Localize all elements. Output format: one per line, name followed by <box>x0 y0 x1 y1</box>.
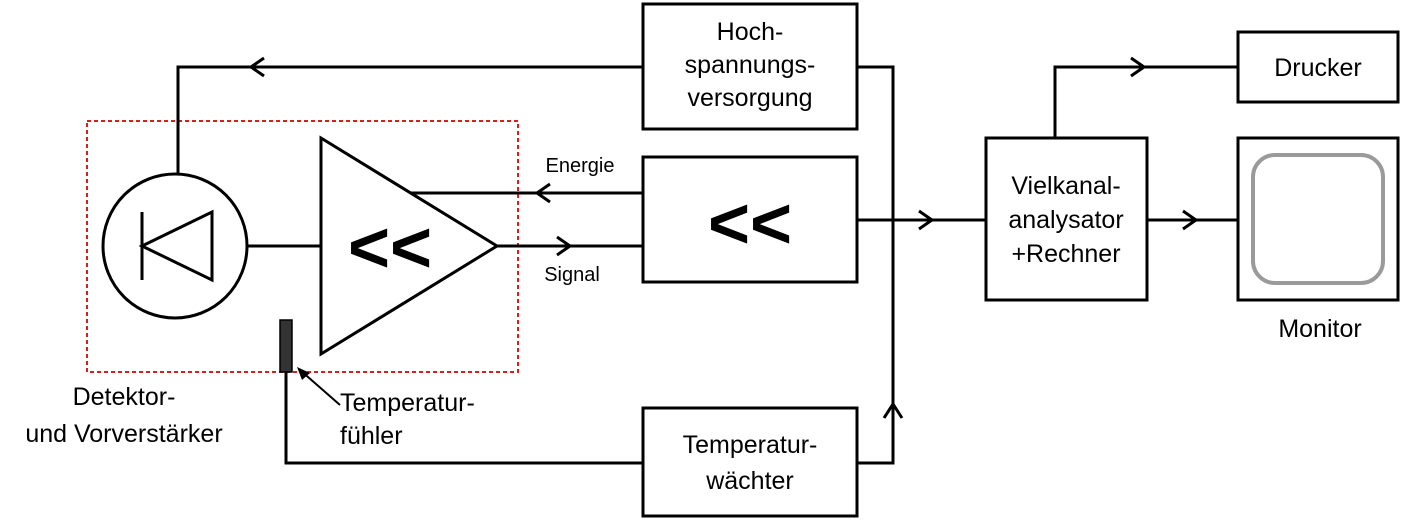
arrowheads <box>248 56 1199 419</box>
detector <box>101 172 249 320</box>
hv-supply-label-line2: spannungs- <box>685 51 816 79</box>
analyzer-to-printer-wire <box>1053 65 1238 138</box>
shaper-symbol: << <box>708 184 792 264</box>
diode-icon <box>138 209 214 283</box>
sensor-to-tempmonitor-wire <box>284 370 643 465</box>
amplifier-triangle <box>319 135 500 357</box>
monitor-screen-icon <box>1251 153 1385 285</box>
analyzer-label-line3: +Rechner <box>1011 240 1120 268</box>
arrow-up-icon <box>882 401 904 419</box>
printer-block: Drucker <box>1236 30 1400 104</box>
preamp-symbol: << <box>348 208 432 288</box>
monitor-block: Monitor <box>1236 136 1400 343</box>
temp-monitor-block: Temperatur- wächter <box>641 406 859 518</box>
temp-sensor-label-line2: fühler <box>340 422 403 450</box>
detector-label-line1: Detektor- <box>73 383 176 411</box>
temp-sensor-label-line1: Temperatur- <box>340 389 475 417</box>
hv-supply-label-line3: versorgung <box>687 84 812 112</box>
temp-monitor-box <box>641 406 859 518</box>
arrow-right-icon <box>1182 209 1199 231</box>
shaper-block: << <box>641 155 859 284</box>
control-bus-wire <box>857 65 895 465</box>
analyzer-label-line1: Vielkanal- <box>1011 172 1120 200</box>
detector-label-line2: und Vorverstärker <box>25 420 222 448</box>
arrow-right-icon <box>918 209 935 231</box>
temperature-sensor <box>279 319 293 373</box>
arrow-right-icon <box>556 235 573 257</box>
monitor-label: Monitor <box>1278 315 1361 343</box>
preamplifier: << <box>319 135 500 357</box>
wires <box>176 65 1238 465</box>
analyzer-box <box>984 136 1149 302</box>
hv-supply-block: Hoch- spannungs- versorgung <box>641 2 859 131</box>
shaper-box <box>641 155 859 284</box>
printer-box <box>1236 30 1400 104</box>
temp-monitor-label-line1: Temperatur- <box>683 431 818 459</box>
arrow-right-icon <box>1130 56 1147 78</box>
analyzer-label-line2: analysator <box>1008 206 1123 234</box>
energy-label: Energie <box>546 155 615 177</box>
hv-supply-label-line1: Hoch- <box>717 18 784 46</box>
analyzer-block: Vielkanal- analysator +Rechner <box>984 136 1149 302</box>
hv-supply-box <box>641 2 859 131</box>
arrow-left-icon <box>534 182 551 204</box>
printer-label: Drucker <box>1274 54 1362 82</box>
hv-to-detector-wire <box>176 65 643 173</box>
sensor-pointer-arrow-icon <box>297 367 310 380</box>
signal-label: Signal <box>544 264 600 286</box>
temp-monitor-label-line2: wächter <box>705 467 794 495</box>
arrow-left-icon <box>248 56 265 78</box>
